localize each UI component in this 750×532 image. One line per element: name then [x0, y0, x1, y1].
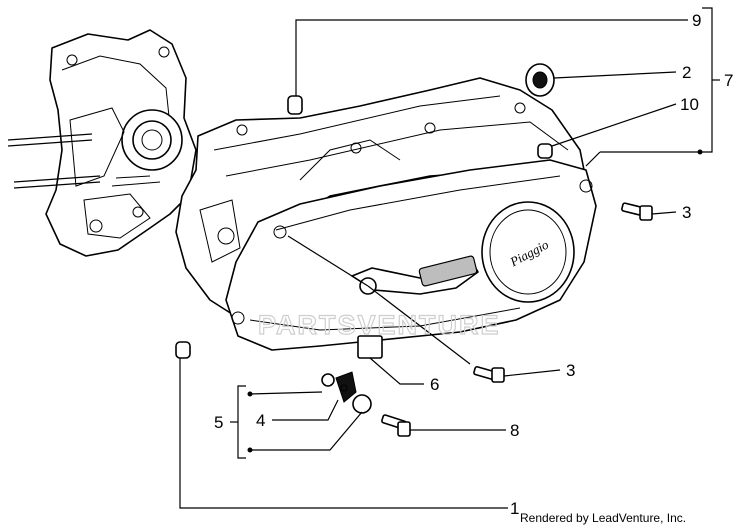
kickstart-lever	[351, 255, 479, 295]
callout-7: 7	[724, 71, 733, 90]
dowel-pin-lower	[175, 341, 191, 359]
callout-5: 5	[214, 413, 223, 432]
bracket-assembly	[321, 371, 372, 414]
callout-8: 8	[510, 421, 519, 440]
callout-2: 2	[682, 63, 691, 82]
callout-4: 4	[256, 411, 265, 430]
dowel-pin-right	[537, 143, 553, 159]
watermark-text: PARTSVENTURE	[258, 310, 501, 340]
leader-lines	[179, 7, 720, 509]
screw-upper	[621, 202, 653, 221]
screw-bracket	[381, 414, 411, 437]
dowel-pin-top	[287, 95, 303, 115]
bearing	[525, 63, 555, 97]
screw-lower	[473, 365, 505, 383]
callout-9: 9	[692, 11, 701, 30]
left-crankcase-half	[7, 29, 197, 257]
callout-6: 6	[430, 375, 439, 394]
callout-1: 1	[510, 499, 519, 518]
transmission-cover: Piaggio	[225, 159, 597, 351]
callout-10: 10	[680, 95, 699, 114]
callout-3-lower: 3	[566, 361, 575, 380]
credit-text: Rendered by LeadVenture, Inc.	[520, 511, 686, 525]
callout-3-upper: 3	[682, 203, 691, 222]
